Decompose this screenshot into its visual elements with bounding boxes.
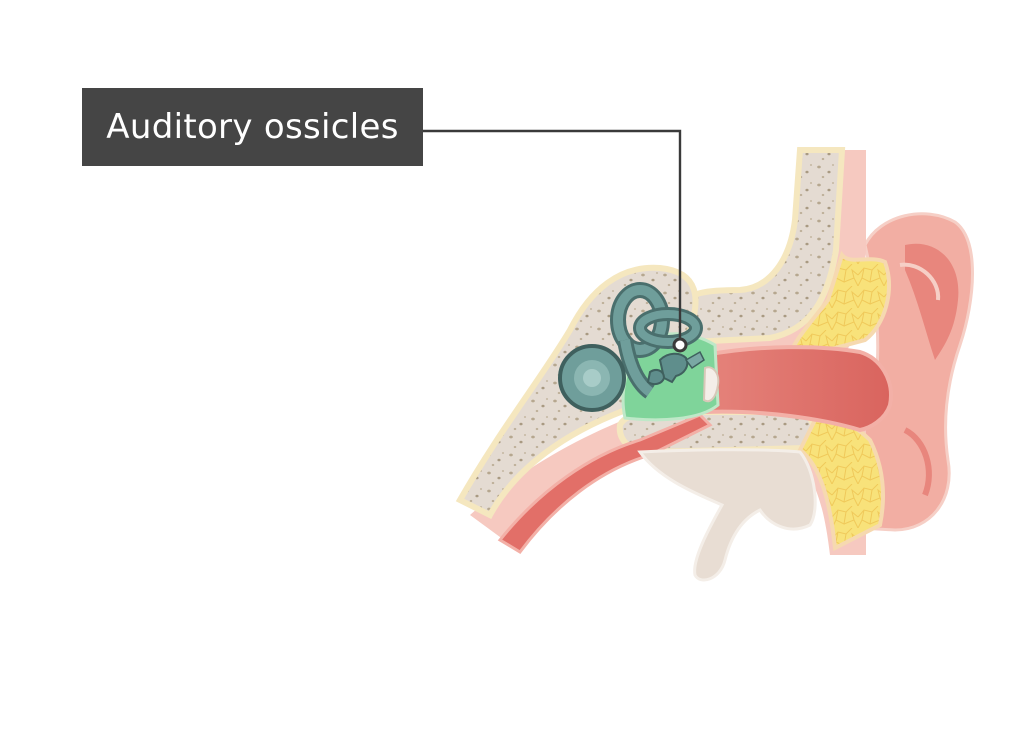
inner-ear bbox=[558, 282, 703, 412]
auditory-ossicles bbox=[646, 350, 705, 386]
leader-line bbox=[423, 129, 688, 353]
eustachian-tube bbox=[637, 448, 817, 582]
leader-pin bbox=[672, 337, 688, 353]
ear-canal bbox=[703, 345, 893, 433]
tympanic-membrane bbox=[702, 366, 720, 403]
cartilage bbox=[787, 250, 891, 552]
label-box: Auditory ossicles bbox=[82, 88, 423, 166]
label-auditory-ossicles: Auditory ossicles bbox=[106, 107, 399, 147]
lining bbox=[497, 413, 713, 554]
